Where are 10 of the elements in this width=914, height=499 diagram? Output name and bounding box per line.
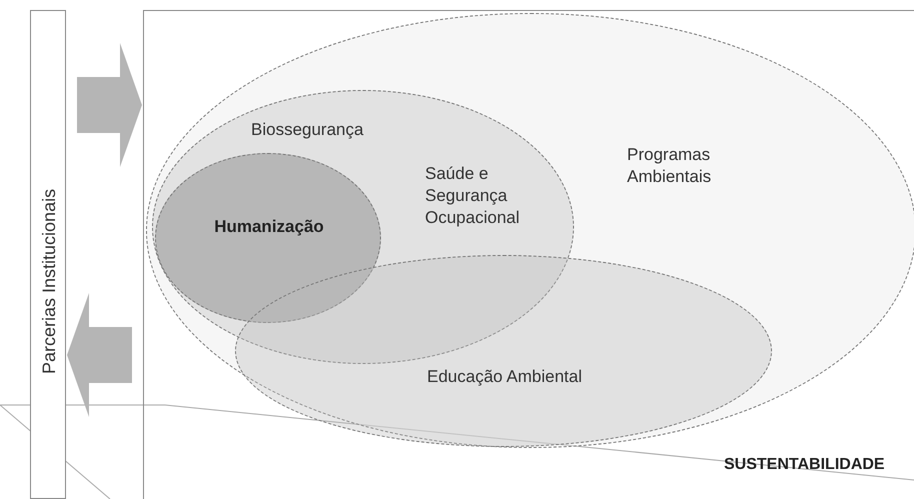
node-label: Parcerias Institucionais — [38, 187, 60, 376]
node-label: Humanização — [213, 216, 325, 238]
block-arrow — [77, 43, 142, 167]
node-text: Saúde e Segurança Ocupacional — [425, 163, 521, 229]
node-label: Biossegurança — [251, 119, 364, 141]
partnership-band — [30, 10, 66, 499]
node-label: SUSTENTABILIDADE — [724, 455, 885, 475]
block-arrow — [67, 293, 132, 417]
node-label: Programas Ambientais — [627, 144, 712, 188]
node-label: Educação Ambiental — [426, 366, 583, 388]
